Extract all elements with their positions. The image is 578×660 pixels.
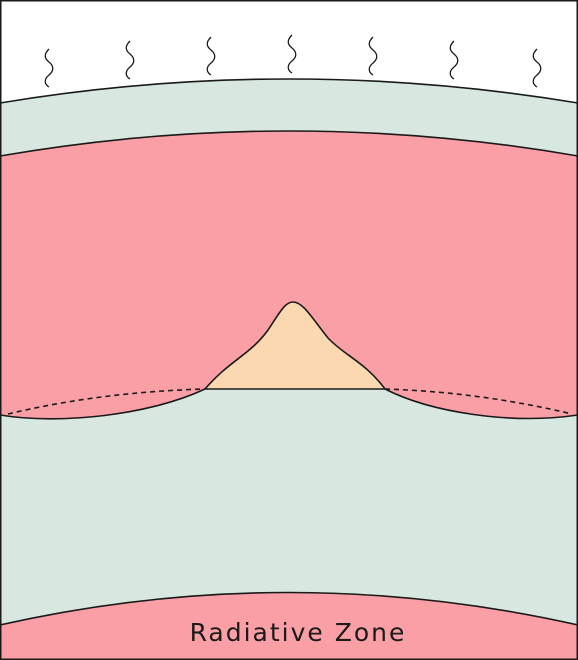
radiative-zone-label: Radiative Zone bbox=[190, 618, 407, 647]
